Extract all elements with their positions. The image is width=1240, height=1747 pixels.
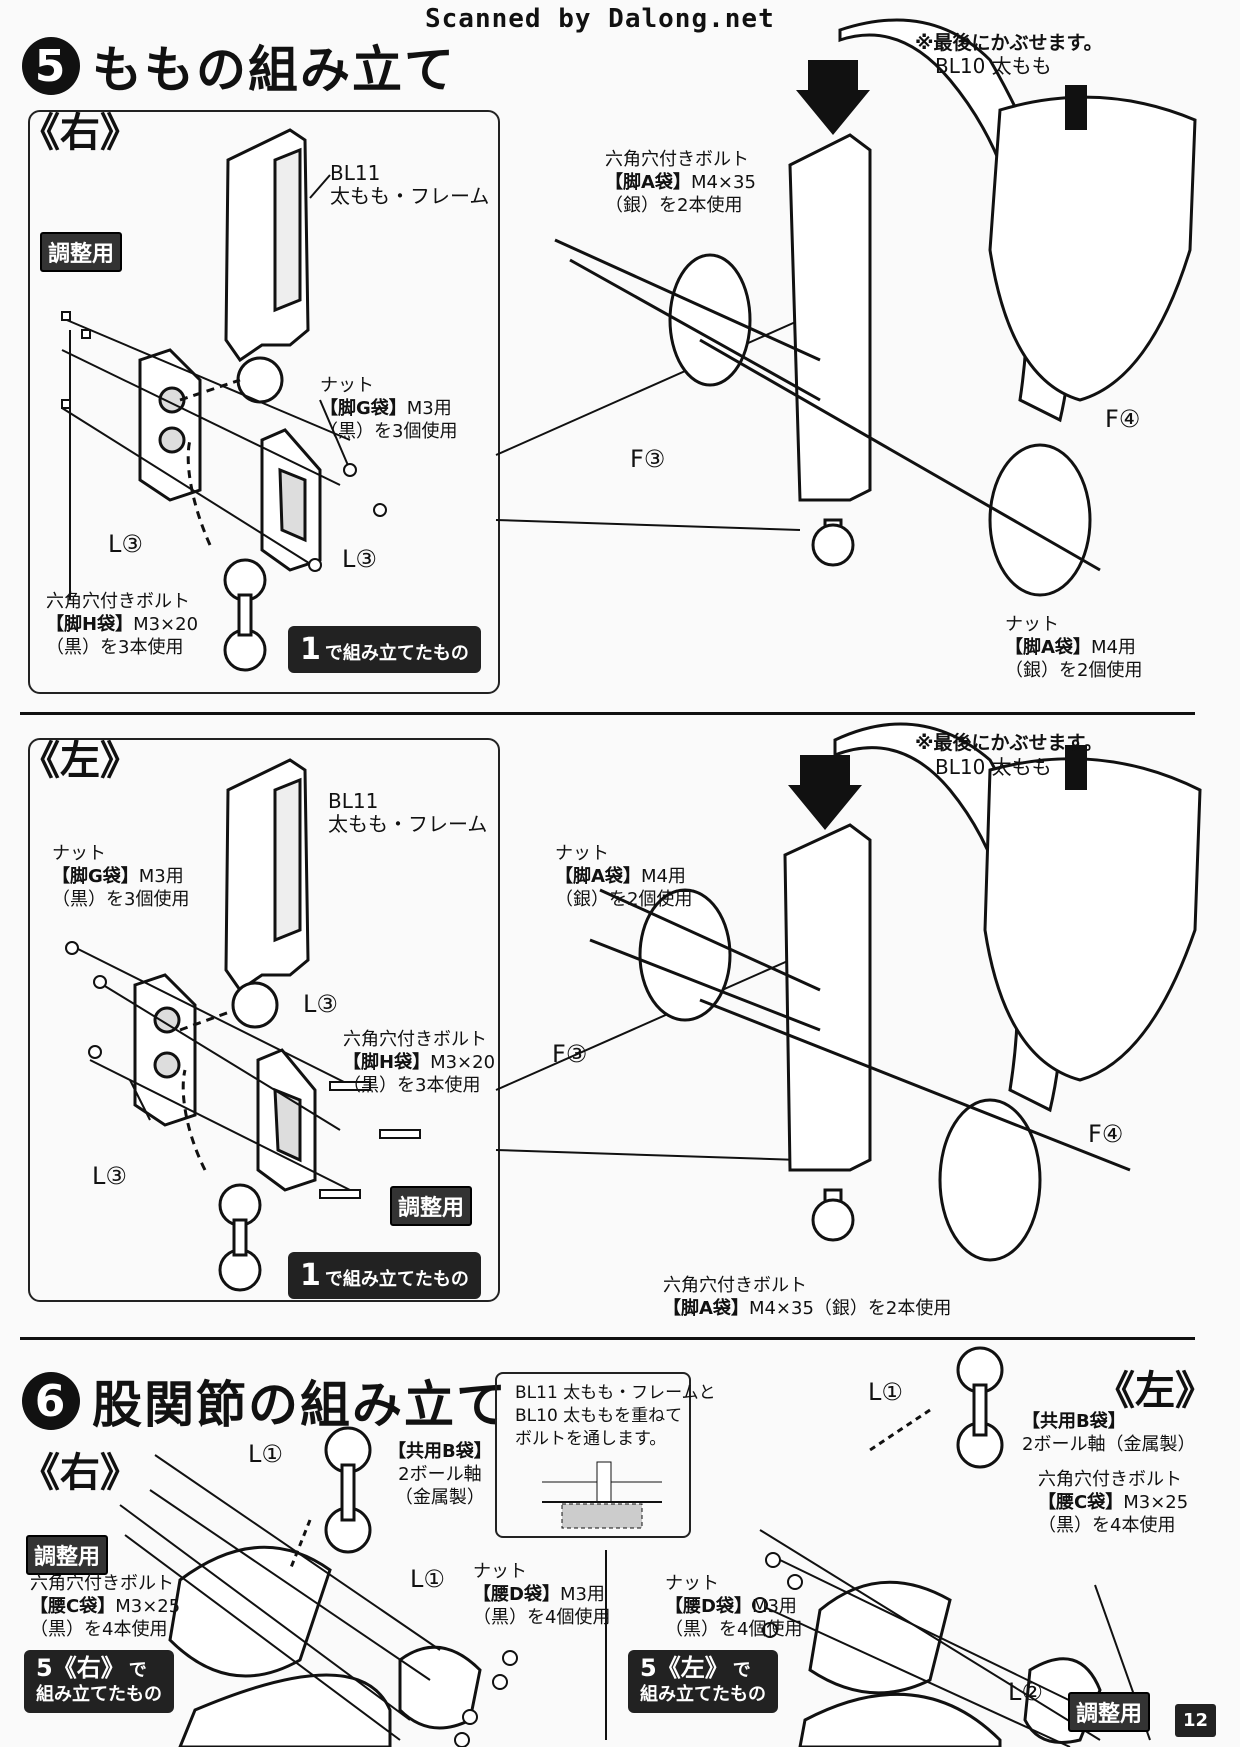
step5-right-l3-right-label: L③ bbox=[342, 545, 377, 573]
step5-left-thigh-label: BL10 太もも bbox=[935, 755, 1052, 779]
step5-right-side-label: 《右》 bbox=[20, 110, 140, 156]
step5-right-bolt-label: 六角穴付きボルト 【脚H袋】M3×20 （黒）を3本使用 bbox=[46, 591, 199, 658]
step6-right-side-label: 《右》 bbox=[20, 1450, 140, 1496]
step5-left-diagram bbox=[65, 722, 1202, 1292]
step5-number: 5 bbox=[22, 37, 80, 95]
step5-right-diagram bbox=[61, 18, 1197, 672]
step6-info-diagram bbox=[542, 1461, 662, 1529]
step6-title: 6 股関節の組み立て bbox=[22, 1365, 508, 1437]
step5-left-adjust-badge: 調整用 bbox=[390, 1186, 473, 1226]
step5-left-nut-a-label: ナット 【脚A袋】M4用 （銀）を2個使用 bbox=[555, 843, 693, 910]
step5-left-cover-note: ※最後にかぶせます。 bbox=[915, 732, 1103, 754]
step5-left-side-label: 《左》 bbox=[20, 738, 140, 784]
step6-right-bolt-label: 六角穴付きボルト 【腰C袋】M3×25 （黒）を4本使用 bbox=[30, 1573, 181, 1640]
step5-left-detail-box bbox=[28, 738, 500, 1302]
step5-right-f4-label: F④ bbox=[1105, 405, 1141, 433]
step5-title: 5 ももの組み立て bbox=[22, 30, 456, 102]
step6-left-side-label: 《左》 bbox=[1095, 1368, 1215, 1414]
step5-left-nut-label: ナット 【脚G袋】M3用 （黒）を3個使用 bbox=[52, 843, 190, 910]
step5-left-l3-upper-label: L③ bbox=[303, 990, 338, 1018]
step6-left-bolt-label: 六角穴付きボルト 【腰C袋】M3×25 （黒）を4本使用 bbox=[1038, 1469, 1189, 1536]
step5-right-l3-left-label: L③ bbox=[108, 530, 143, 558]
step5-right-frame-label: BL11 太もも・フレーム bbox=[330, 161, 490, 208]
step5-left-f3-label: F③ bbox=[552, 1040, 588, 1068]
step5-right-f3-label: F③ bbox=[630, 445, 666, 473]
step6-info-text: BL11 太もも・フレームと BL10 太ももを重ねて ボルトを通します。 bbox=[515, 1383, 716, 1449]
scan-credit: Scanned by Dalong.net bbox=[425, 4, 775, 34]
step6-diagrams bbox=[119, 1346, 1151, 1747]
section-divider-2 bbox=[20, 1337, 1195, 1340]
step6-title-text: 股関節の組み立て bbox=[92, 1376, 508, 1434]
step6-info-box: BL11 太もも・フレームと BL10 太ももを重ねて ボルトを通します。 bbox=[495, 1372, 716, 1538]
step5-right-adjust-badge: 調整用 bbox=[40, 232, 123, 272]
step6-left-l1-label: L① bbox=[868, 1378, 903, 1406]
section-divider-1 bbox=[20, 712, 1195, 715]
step5-left-l3-lower-label: L③ bbox=[92, 1162, 127, 1190]
step6-right-nut-label: ナット 【腰D袋】M3用 （黒）を4個使用 bbox=[473, 1561, 611, 1628]
step6-left-nut-label: ナット 【腰D袋】M3用 （黒）を4個使用 bbox=[665, 1573, 803, 1640]
step6-right-l1-bottom-label: L① bbox=[410, 1565, 445, 1593]
step5-right-nut-label: ナット 【脚G袋】M3用 （黒）を3個使用 bbox=[320, 375, 458, 442]
step6-right-callout: 5《右》で 組み立てたもの bbox=[24, 1650, 174, 1713]
step5-left-bolt-a-label: 六角穴付きボルト 【脚A袋】M4×35（銀）を2本使用 bbox=[663, 1275, 952, 1319]
step6-vertical-divider bbox=[605, 1550, 607, 1740]
step6-right-ball-label: 【共用B袋】 2ボール軸 （金属製） bbox=[388, 1441, 492, 1508]
step5-right-bolt-a-label: 六角穴付きボルト 【脚A袋】M4×35 （銀）を2本使用 bbox=[605, 149, 756, 216]
step5-left-f4-label: F④ bbox=[1088, 1120, 1124, 1148]
step6-left-callout: 5《左》で 組み立てたもの bbox=[628, 1650, 778, 1713]
step5-right-detail-box bbox=[28, 110, 500, 694]
step6-right-l1-top-label: L① bbox=[248, 1440, 283, 1468]
step5-left-frame-label: BL11 太もも・フレーム bbox=[328, 789, 488, 836]
step6-left-l2-label: L② bbox=[1008, 1678, 1043, 1706]
step6-left-ball-label: 【共用B袋】 2ボール軸（金属製） bbox=[1022, 1411, 1196, 1455]
step5-right-cover-note: ※最後にかぶせます。 bbox=[915, 32, 1103, 54]
step6-right-adjust-badge: 調整用 bbox=[26, 1535, 109, 1575]
step5-right-thigh-label: BL10 太もも bbox=[935, 54, 1052, 78]
step5-right-nut-a-label: ナット 【脚A袋】M4用 （銀）を2個使用 bbox=[1005, 614, 1143, 681]
page-number: 12 bbox=[1174, 1704, 1216, 1737]
step5-left-bolt-label: 六角穴付きボルト 【脚H袋】M3×20 （黒）を3本使用 bbox=[343, 1029, 496, 1096]
step5-title-text: ももの組み立て bbox=[92, 41, 456, 99]
step6-number: 6 bbox=[22, 1372, 80, 1430]
step6-left-adjust-badge: 調整用 bbox=[1068, 1692, 1151, 1732]
